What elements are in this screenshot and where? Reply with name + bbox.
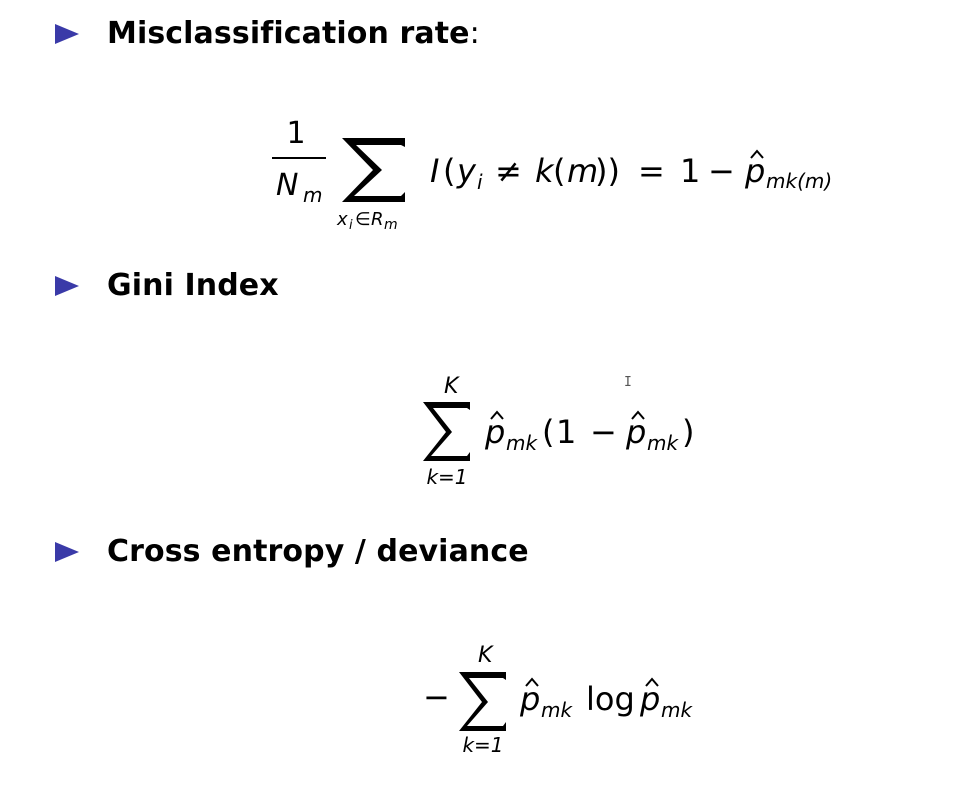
p-hat-sub-2: mk bbox=[661, 698, 693, 722]
minus-sign: − bbox=[590, 413, 617, 451]
p-hat: p bbox=[519, 680, 540, 718]
neg-sign: − bbox=[423, 678, 450, 716]
p-hat-2: p bbox=[639, 680, 660, 718]
neq-sign: ≠ bbox=[495, 152, 522, 190]
hat-icon bbox=[490, 410, 504, 420]
text-cursor-icon: I bbox=[624, 375, 632, 390]
one: 1 bbox=[680, 152, 700, 190]
var-m: m bbox=[567, 152, 598, 190]
formula-misclassification: 1 N m x i ∈ R m I ( y i ≠ k ( m )) = 1 −… bbox=[272, 116, 832, 233]
sigma-icon bbox=[459, 672, 506, 731]
entropy-label: Cross entropy / deviance bbox=[107, 534, 529, 569]
formula-gini: K k=1 p mk ( 1 − p mk ) bbox=[423, 374, 694, 489]
sum-lower-R: R bbox=[371, 209, 384, 230]
paren-open-2: ( bbox=[553, 152, 565, 190]
sum-upper-K: K bbox=[444, 374, 460, 399]
hat-icon bbox=[631, 410, 645, 420]
p-hat-sub: mk bbox=[506, 431, 538, 455]
bullet-triangle-icon bbox=[55, 23, 79, 44]
paren-close: ) bbox=[682, 413, 694, 451]
paren-open: ( bbox=[542, 413, 554, 451]
formula-entropy: − K k=1 p mk log p mk bbox=[423, 643, 693, 757]
var-k: k bbox=[535, 152, 555, 190]
equals-sign: = bbox=[638, 152, 665, 190]
p-hat: p bbox=[484, 413, 505, 451]
paren-close-2: )) bbox=[595, 152, 620, 190]
bullet-misclassification: Misclassification rate: bbox=[55, 16, 480, 51]
bullet-gini: Gini Index bbox=[55, 268, 279, 303]
frac-den-N: N bbox=[276, 168, 298, 203]
sum-lower-k1: k=1 bbox=[426, 465, 467, 489]
misclassification-label: Misclassification rate bbox=[107, 16, 470, 51]
hat-icon bbox=[645, 677, 659, 687]
log-text: log bbox=[586, 680, 635, 718]
sum-lower-i: i bbox=[349, 218, 353, 233]
bullet-triangle-icon bbox=[55, 541, 79, 562]
bullet-triangle-icon bbox=[55, 275, 79, 296]
sum-lower-x: x bbox=[336, 209, 348, 230]
minus-sign: − bbox=[708, 152, 735, 190]
bullet-entropy: Cross entropy / deviance bbox=[55, 534, 529, 569]
sigma-icon bbox=[423, 402, 470, 461]
indicator-I: I bbox=[430, 152, 439, 190]
p-hat-2: p bbox=[625, 413, 646, 451]
frac-numerator: 1 bbox=[286, 116, 305, 151]
one: 1 bbox=[556, 413, 576, 451]
p-hat-sub: mk bbox=[541, 698, 573, 722]
sigma-icon bbox=[342, 138, 405, 202]
paren-open: ( bbox=[443, 152, 455, 190]
var-y: y bbox=[456, 152, 477, 190]
gini-label: Gini Index bbox=[107, 268, 279, 303]
bullet-label: Misclassification rate: bbox=[107, 16, 480, 51]
sum-lower-in: ∈ bbox=[355, 209, 371, 230]
hat-icon bbox=[750, 149, 764, 159]
p-hat-sub-2: mk bbox=[647, 431, 679, 455]
hat-icon bbox=[525, 677, 539, 687]
p-hat-sub: mk(m) bbox=[766, 169, 832, 193]
colon: : bbox=[469, 16, 480, 51]
var-y-sub: i bbox=[477, 170, 483, 194]
sum-lower-m: m bbox=[384, 217, 398, 233]
sum-upper-K: K bbox=[478, 643, 494, 668]
frac-den-sub: m bbox=[303, 183, 322, 207]
p-hat: p bbox=[744, 152, 765, 190]
sum-lower-k1: k=1 bbox=[462, 733, 503, 757]
